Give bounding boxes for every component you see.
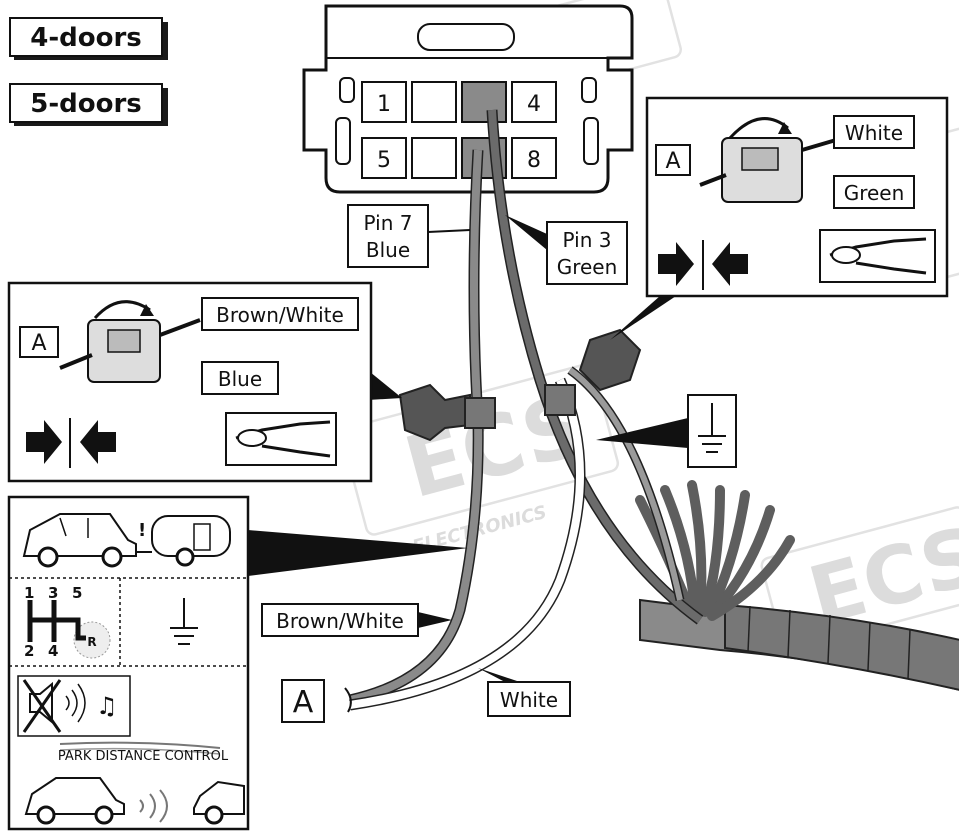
gear-label: 2: [24, 642, 34, 660]
connector-pin-number: 4: [527, 92, 541, 117]
gear-label: 1: [24, 584, 34, 602]
connector-pin-cell: [411, 137, 457, 179]
splice-left-a-label: A: [31, 331, 46, 356]
gear-reverse-label: R: [87, 635, 96, 649]
splice-left-wire-bottom: Blue: [218, 367, 262, 391]
wires: [344, 109, 959, 713]
car-towing-caravan-icon: !: [22, 513, 231, 568]
white-wire-label: White: [478, 668, 571, 717]
left-splice-panel: A Brown/White Blue: [7, 281, 402, 483]
pliers-icon: [225, 412, 337, 466]
brown-white-wire-label: Brown/White: [261, 603, 452, 637]
splice-left-wire-top: Brown/White: [216, 303, 344, 327]
connector-block: 1 4 5 8: [302, 4, 634, 194]
door-variant-label: 4-doors: [30, 23, 142, 53]
connector-pin-number: 8: [527, 148, 541, 173]
function-panel: ! 1 3 5 2 4 R ♫: [7, 495, 468, 831]
a-end-label-text: A: [293, 685, 314, 720]
pdc-label: PARK DISTANCE CONTROL: [58, 749, 229, 764]
door-variant-4: 4-doors: [9, 17, 168, 60]
gear-label: 5: [72, 584, 82, 602]
ground-icon: [170, 598, 198, 645]
connector-pin-number: 5: [377, 148, 391, 173]
right-splice-panel: A White Green: [610, 96, 949, 340]
connector-pin-cell: [411, 81, 457, 123]
press-arrows-icon: [658, 240, 748, 290]
gear-label: 3: [48, 584, 58, 602]
connector-pin-cell: [511, 81, 557, 123]
door-variant-5: 5-doors: [9, 83, 168, 126]
a-end-label: A: [281, 679, 325, 723]
parking-sensor-icon: [24, 777, 245, 825]
splice-right-wire-bottom: Green: [844, 181, 905, 205]
splice-connector-right: [544, 328, 642, 416]
door-variant-label: 5-doors: [30, 89, 142, 119]
splice-connector-illustration: [699, 117, 837, 203]
pliers-icon: [819, 229, 936, 283]
connector-pin-cell: [361, 81, 407, 123]
press-arrows-icon: [26, 418, 116, 468]
connector-pin-number: 1: [377, 92, 391, 117]
music-note-icon: ♫: [96, 692, 118, 720]
pin7-label-line2: Blue: [366, 238, 410, 262]
pin3-label-line2: Green: [557, 255, 618, 279]
pin3-label: Pin 3 Green: [505, 215, 628, 285]
muted-speaker-icon: ♫: [17, 675, 131, 737]
gear-label: 4: [48, 642, 58, 660]
connector-pin-cell: [461, 81, 507, 123]
ground-symbol-box: [596, 394, 737, 468]
svg-text:!: !: [138, 520, 146, 541]
pin3-label-line1: Pin 3: [563, 228, 612, 252]
pin7-label-line1: Pin 7: [364, 211, 413, 235]
gear-shift-diagram: 1 3 5 2 4 R: [24, 584, 111, 660]
connector-pin-cell: [361, 137, 407, 179]
splice-connector-illustration: [59, 300, 201, 383]
pin7-label: Pin 7 Blue: [347, 204, 471, 268]
brown-white-label-text: Brown/White: [276, 609, 404, 633]
splice-connector-left: [398, 383, 496, 442]
pdc-strike-line: [59, 741, 221, 749]
white-label-text: White: [500, 688, 558, 712]
connector-pin-cell: [511, 137, 557, 179]
splice-right-wire-top: White: [845, 121, 903, 145]
splice-right-a-label: A: [665, 149, 680, 174]
